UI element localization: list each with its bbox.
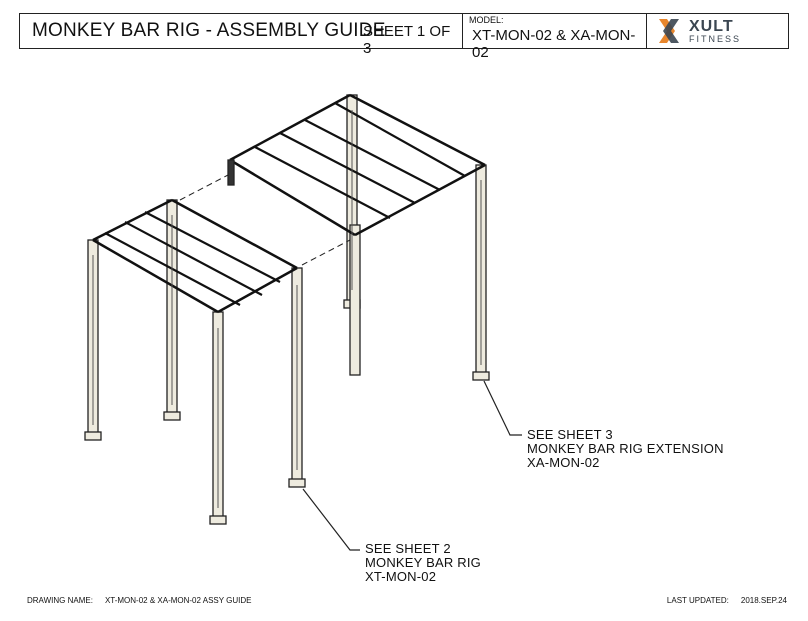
logo: XULT FITNESS bbox=[647, 14, 788, 48]
callout-line: XA-MON-02 bbox=[527, 455, 600, 470]
callout-main-rig: SEE SHEET 2 MONKEY BAR RIG XT-MON-02 bbox=[365, 542, 481, 584]
extension-top-frame bbox=[229, 93, 486, 237]
callout-extension: SEE SHEET 3 MONKEY BAR RIG EXTENSION XA-… bbox=[527, 428, 724, 470]
extension-rungs bbox=[254, 102, 466, 219]
drawing-name: DRAWING NAME: XT-MON-02 & XA-MON-02 ASSY … bbox=[27, 596, 252, 605]
last-updated-value: 2018.SEP.24 bbox=[740, 596, 787, 605]
last-updated: LAST UPDATED: 2018.SEP.24 bbox=[667, 596, 787, 605]
extension-upright-2 bbox=[349, 224, 361, 376]
title-block: MONKEY BAR RIG - ASSEMBLY GUIDE SHEET 1 … bbox=[19, 13, 789, 61]
x-logo-icon bbox=[659, 19, 679, 43]
alignment-lines bbox=[179, 174, 351, 266]
model-label: MODEL: bbox=[469, 15, 504, 25]
leader-lines bbox=[302, 380, 522, 551]
sheet-number: SHEET 1 OF 3 bbox=[363, 23, 451, 57]
model-value: XT-MON-02 & XA-MON-02 bbox=[472, 27, 636, 61]
logo-wordmark: XULT FITNESS bbox=[689, 17, 742, 44]
drawing-title: MONKEY BAR RIG - ASSEMBLY GUIDE bbox=[32, 20, 386, 41]
callout-line: SEE SHEET 3 bbox=[527, 427, 613, 442]
drawing-name-label: DRAWING NAME: bbox=[27, 596, 93, 605]
callout-line: XT-MON-02 bbox=[365, 569, 437, 584]
title-cell: MONKEY BAR RIG - ASSEMBLY GUIDE SHEET 1 … bbox=[20, 14, 463, 57]
logo-brand: XULT bbox=[689, 17, 734, 35]
callout-line: MONKEY BAR RIG EXTENSION bbox=[527, 441, 724, 456]
model-cell: MODEL: XT-MON-02 & XA-MON-02 bbox=[463, 14, 647, 61]
drawing-name-value: XT-MON-02 & XA-MON-02 ASSY GUIDE bbox=[104, 596, 252, 605]
callout-line: MONKEY BAR RIG bbox=[365, 555, 481, 570]
logo-sub: FITNESS bbox=[689, 33, 742, 44]
main-top-frame bbox=[92, 198, 298, 314]
main-rungs bbox=[104, 211, 281, 306]
upright-hole-pattern bbox=[92, 110, 482, 508]
connector-plate bbox=[227, 159, 235, 186]
callout-line: SEE SHEET 2 bbox=[365, 541, 451, 556]
last-updated-label: LAST UPDATED: bbox=[666, 596, 729, 605]
